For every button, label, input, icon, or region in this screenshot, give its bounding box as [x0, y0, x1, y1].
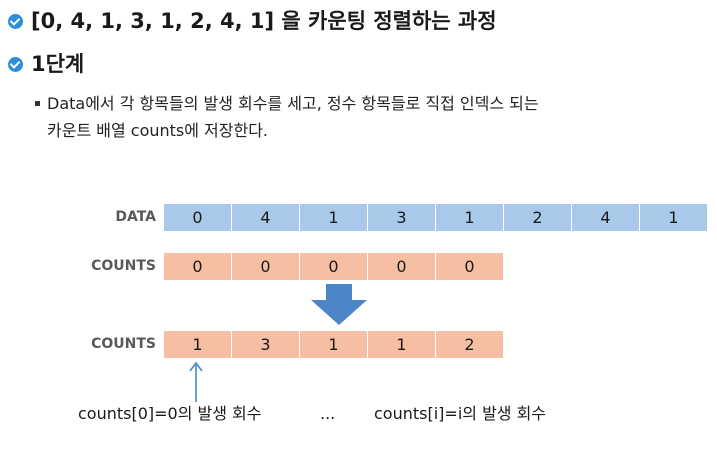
data-cell: 1: [300, 204, 367, 231]
data-cell: 0: [164, 204, 231, 231]
data-cell: 1: [640, 204, 707, 231]
counts-initial-cell: 0: [300, 253, 367, 280]
data-row-label: DATA: [115, 209, 156, 225]
check-bullet-icon: [8, 14, 23, 29]
data-cell: 1: [436, 204, 503, 231]
data-cell: 2: [504, 204, 571, 231]
counts-result-row-label: COUNTS: [91, 336, 156, 352]
caption-counts-i: counts[i]=i의 발생 회수: [374, 404, 547, 423]
description-line-2: 카운트 배열 counts에 저장한다.: [47, 121, 269, 140]
counts-result-cell: 2: [436, 331, 503, 358]
data-cell: 3: [368, 204, 435, 231]
check-bullet-icon: [8, 57, 23, 72]
counts-initial-row-label: COUNTS: [91, 258, 156, 274]
page-title: [0, 4, 1, 3, 1, 2, 4, 1] 을 카운팅 정렬하는 과정: [31, 9, 497, 33]
counts-result-cell: 1: [300, 331, 367, 358]
down-arrow-icon: [311, 284, 367, 325]
counts-initial-cell: 0: [436, 253, 503, 280]
counts-result-cell: 1: [164, 331, 231, 358]
counts-result-cell: 3: [232, 331, 299, 358]
data-cell: 4: [232, 204, 299, 231]
step-title: 1단계: [31, 52, 85, 76]
counts-result-cell: 1: [368, 331, 435, 358]
counts-initial-cell: 0: [368, 253, 435, 280]
counts-initial-cell: 0: [164, 253, 231, 280]
caption-counts-0: counts[0]=0의 발생 회수: [78, 404, 262, 423]
caption-ellipsis: ...: [320, 404, 336, 423]
square-bullet-icon: [35, 101, 40, 106]
description-line-1: Data에서 각 항목들의 발생 회수를 세고, 정수 항목들로 직접 인덱스 …: [47, 94, 539, 113]
counts-initial-cell: 0: [232, 253, 299, 280]
up-arrow-icon: [189, 361, 203, 402]
data-cell: 4: [572, 204, 639, 231]
